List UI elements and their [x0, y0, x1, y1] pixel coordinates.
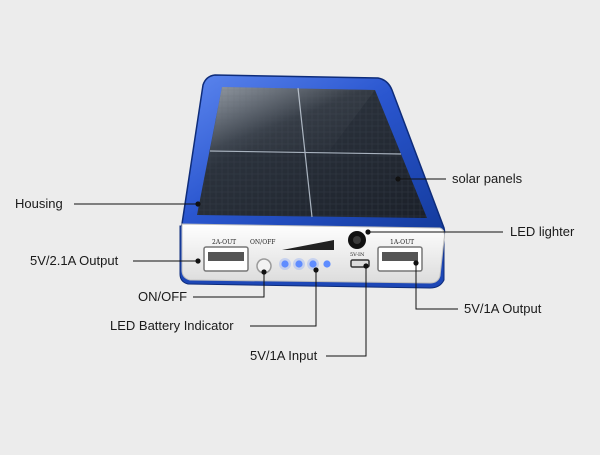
usb-port-left	[203, 246, 249, 272]
port-label-on-off: ON/OFF	[250, 239, 275, 246]
label-output-right: 5V/1A Output	[464, 301, 542, 316]
leader-led-indicator	[250, 270, 317, 327]
port-label-out-right: 1A-OUT	[390, 239, 414, 246]
leader-output-right	[415, 263, 458, 310]
led-indicator-3	[309, 260, 317, 268]
led-lighter-lens	[348, 231, 366, 249]
label-on-off: ON/OFF	[138, 289, 188, 304]
led-indicator-2	[295, 260, 303, 268]
leader-input	[326, 266, 367, 357]
label-input: 5V/1A Input	[250, 348, 318, 363]
port-label-out-left: 2A-OUT	[212, 239, 236, 246]
label-led-indicator: LED Battery Indicator	[110, 318, 234, 333]
led-indicator-1	[281, 260, 289, 268]
usb-port-right	[377, 246, 423, 272]
label-solar-panels: solar panels	[452, 171, 523, 186]
label-housing: Housing	[15, 196, 63, 211]
led-indicator-4	[323, 260, 331, 268]
solar-panel	[197, 87, 427, 218]
leader-lines	[74, 178, 503, 357]
port-label-in: 5V-IN	[350, 252, 365, 258]
label-led-lighter: LED lighter	[510, 224, 575, 239]
leader-dots	[195, 176, 419, 275]
label-output-left: 5V/2.1A Output	[30, 253, 119, 268]
leader-on-off	[193, 272, 265, 298]
led-indicators	[279, 258, 331, 270]
battery-level-wedge	[282, 240, 334, 250]
